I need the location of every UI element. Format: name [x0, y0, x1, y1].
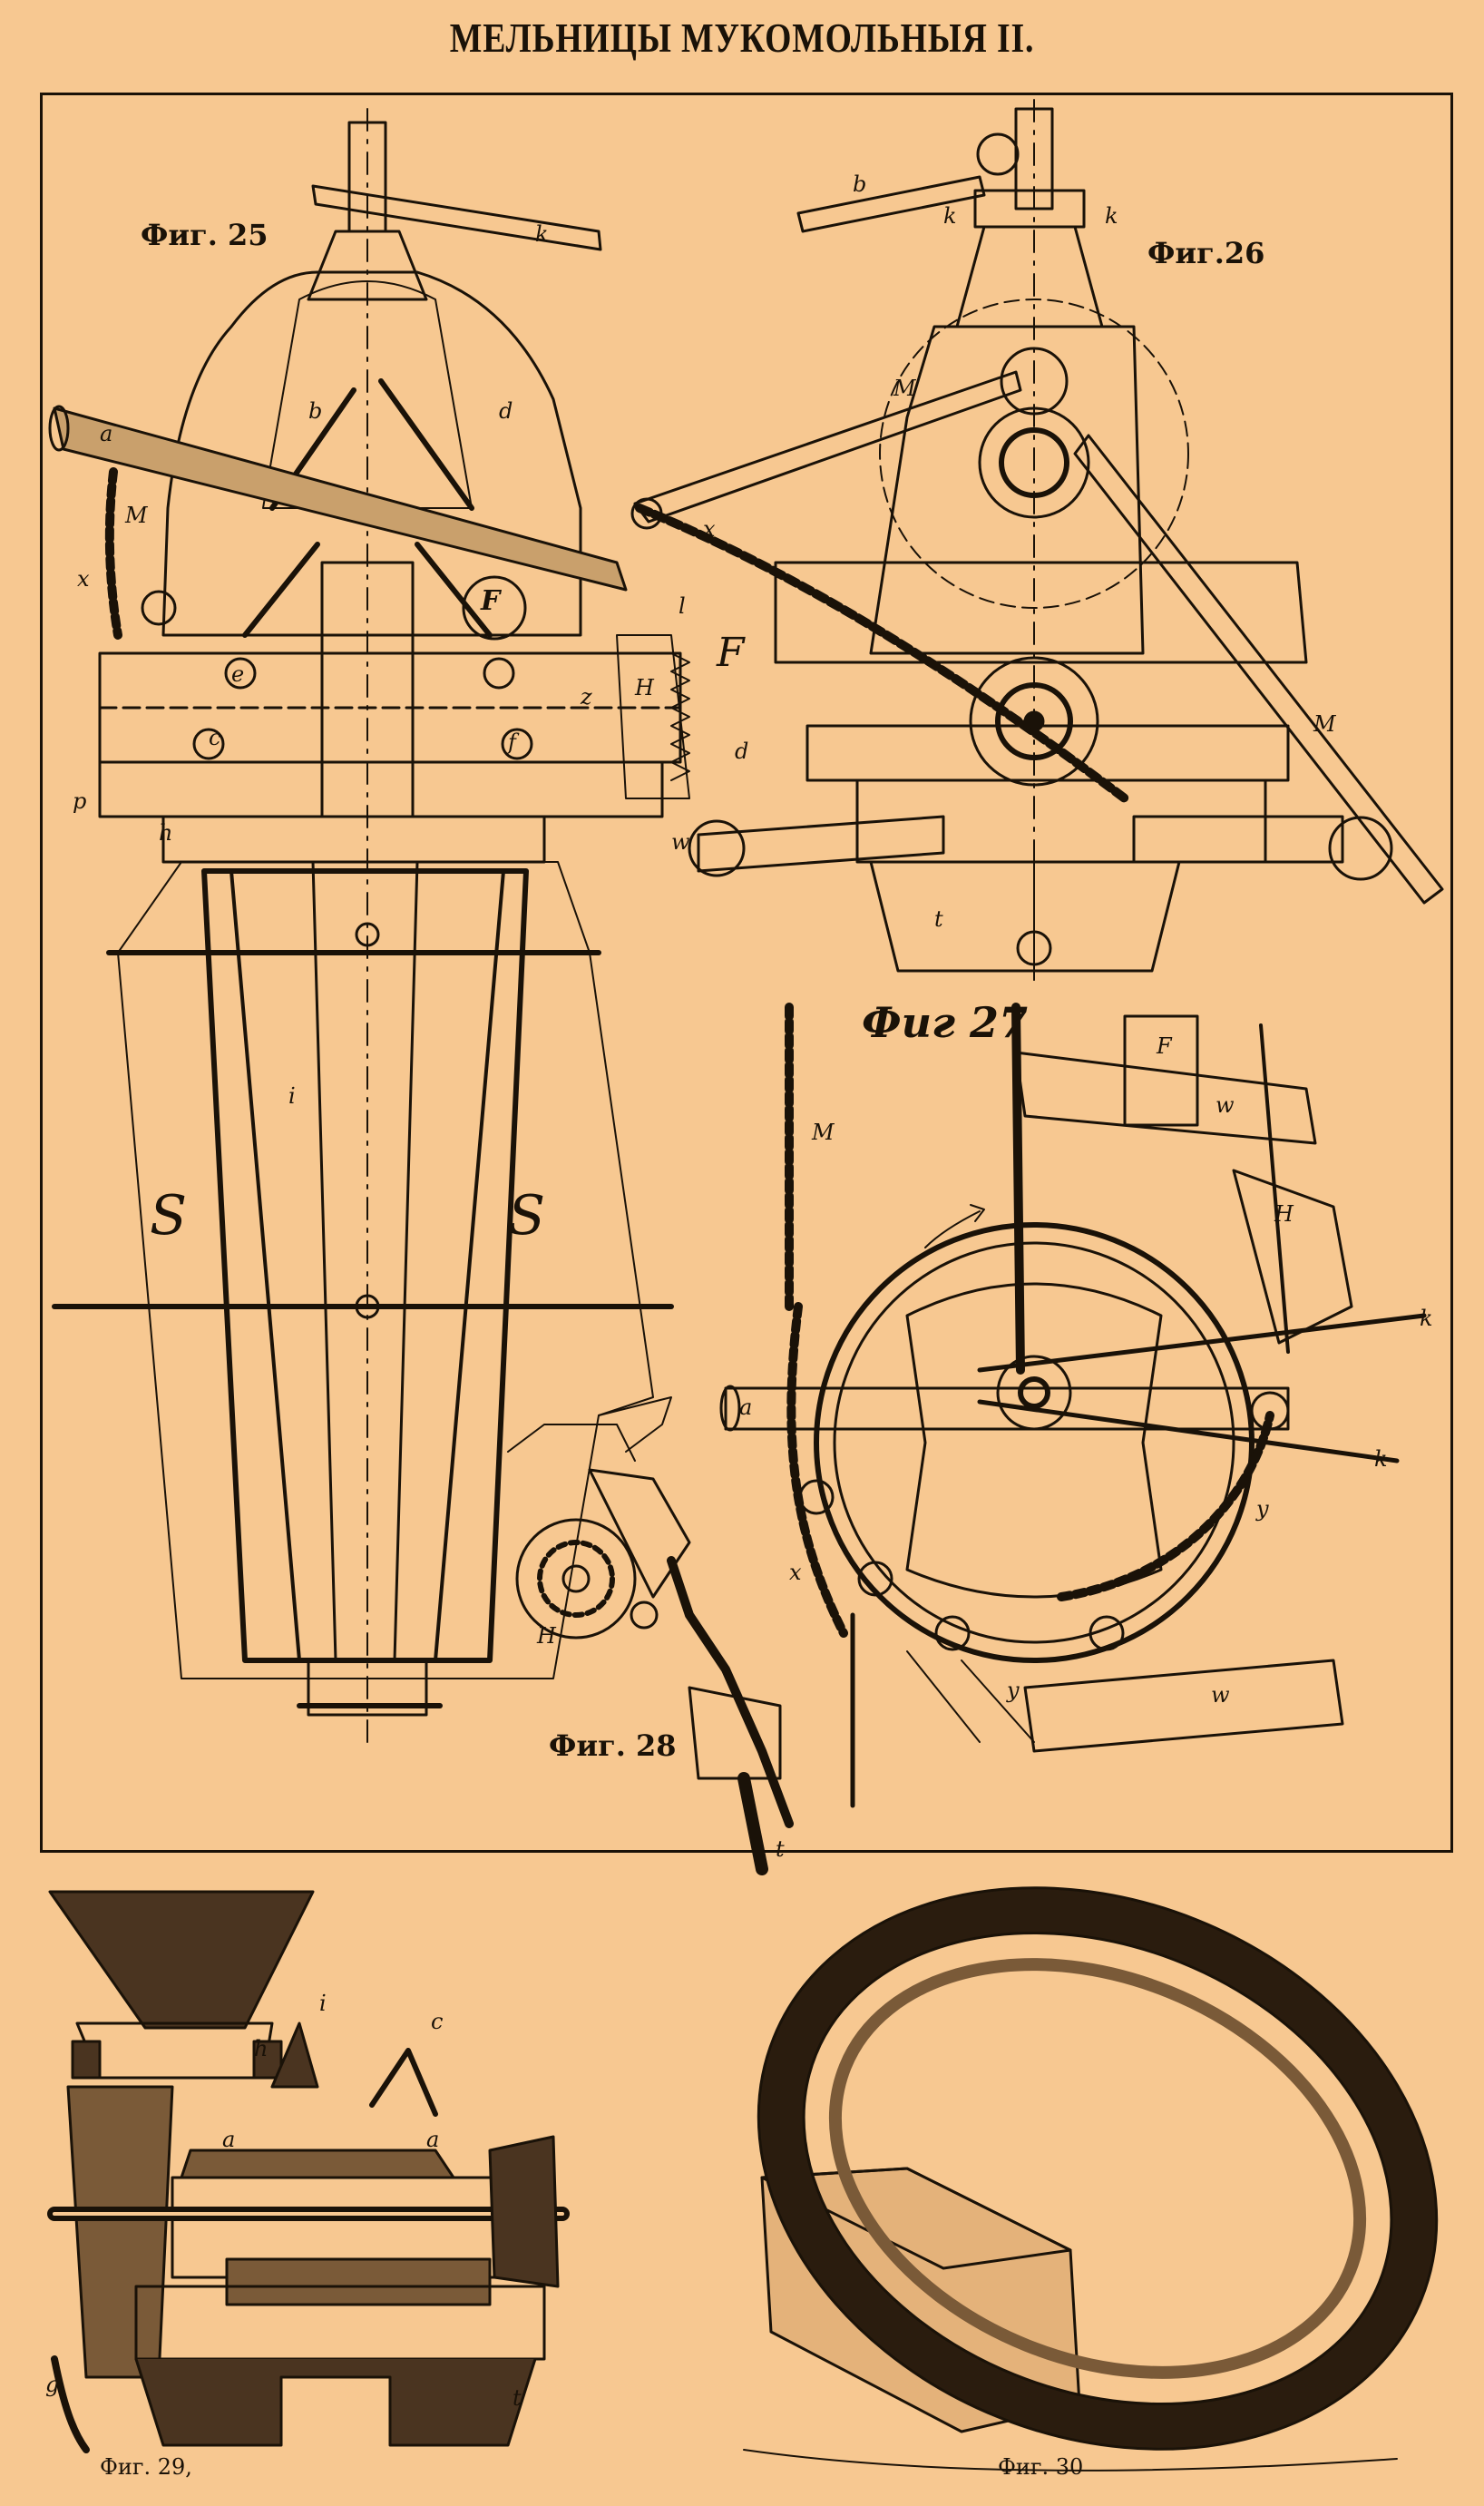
fig27-letter: w: [1211, 1682, 1230, 1708]
fig27-letter: M: [812, 1120, 835, 1145]
fig25-letter: i: [288, 1083, 296, 1109]
fig26-letter: b: [853, 171, 867, 197]
fig26-letter: d: [735, 739, 749, 764]
fig26-letter: w: [671, 829, 690, 855]
fig25-letter: x: [77, 566, 90, 592]
fig26-letter: k: [1105, 203, 1118, 229]
figure-26-drawing: [630, 99, 1444, 981]
fig25-letter: e: [231, 661, 245, 687]
fig27-letter: k: [1420, 1306, 1433, 1331]
fig26-letter: t: [934, 906, 943, 932]
fig29-letter: g: [45, 2372, 60, 2397]
fig25-letter: a: [100, 421, 113, 446]
fig27-letter: y: [1007, 1678, 1020, 1703]
fig25-letter: M: [125, 503, 148, 528]
fig25-letter: S: [150, 1184, 188, 1248]
fig25-letter: p: [73, 788, 87, 814]
fig25-letter: h: [159, 820, 173, 846]
figure-29-label: Фиг. 29,: [100, 2454, 192, 2480]
page-title: МЕЛЬНИЦЫ МУКОМОЛЬНЫЯ II.: [449, 15, 1035, 61]
fig28-letter: H: [537, 1623, 556, 1649]
fig26-letter: k: [943, 203, 957, 229]
fig26-letter: M: [893, 376, 916, 401]
fig27-letter: y: [1256, 1496, 1269, 1522]
fig25-letter: b: [308, 398, 323, 424]
fig29-letter: a: [222, 2127, 236, 2152]
fig27-letter: F: [1157, 1033, 1172, 1059]
fig29-letter: c: [431, 2009, 444, 2034]
figure-25-label: Фиг. 25: [141, 218, 268, 252]
fig25-letter: k: [535, 221, 549, 247]
fig25-letter: z: [581, 684, 592, 710]
figure-29-drawing: [47, 1890, 570, 2453]
fig29-letter: i: [319, 1991, 327, 2016]
fig29-letter: h: [254, 2036, 268, 2061]
fig25-letter: F: [481, 585, 501, 617]
fig25-letter: S: [508, 1184, 546, 1248]
fig29-letter: t: [513, 2385, 522, 2411]
fig25-letter: f: [508, 729, 516, 755]
fig27-letter: a: [739, 1395, 753, 1420]
fig25-letter: d: [499, 398, 513, 424]
figure-30-drawing: [743, 1886, 1439, 2472]
plate-frame: [40, 93, 1453, 1853]
figure-25-drawing: [48, 108, 690, 1743]
fig27-letter: w: [1216, 1092, 1235, 1118]
fig26-letter: F: [717, 630, 745, 676]
fig28-letter: t: [776, 1836, 785, 1862]
figure-27-drawing: [719, 1003, 1427, 1808]
figure-28-label: Фиг. 28: [549, 1728, 677, 1763]
fig25-letter: H: [635, 675, 654, 700]
figure-26-label: Фиг.26: [1147, 236, 1265, 270]
figure-30-label: Фиг. 30: [998, 2454, 1084, 2480]
fig27-letter: k: [1374, 1446, 1388, 1472]
fig27-letter: x: [789, 1560, 802, 1585]
figure-27-label: Фиг 27: [862, 998, 1028, 1047]
fig29-letter: a: [426, 2127, 440, 2152]
fig25-letter: c: [209, 725, 221, 750]
fig26-letter: M: [1313, 711, 1336, 737]
fig26-letter: x: [703, 516, 716, 542]
figure-28-drawing: [507, 1424, 794, 1875]
fig27-letter: H: [1274, 1201, 1294, 1227]
fig26-letter: l: [679, 593, 686, 619]
